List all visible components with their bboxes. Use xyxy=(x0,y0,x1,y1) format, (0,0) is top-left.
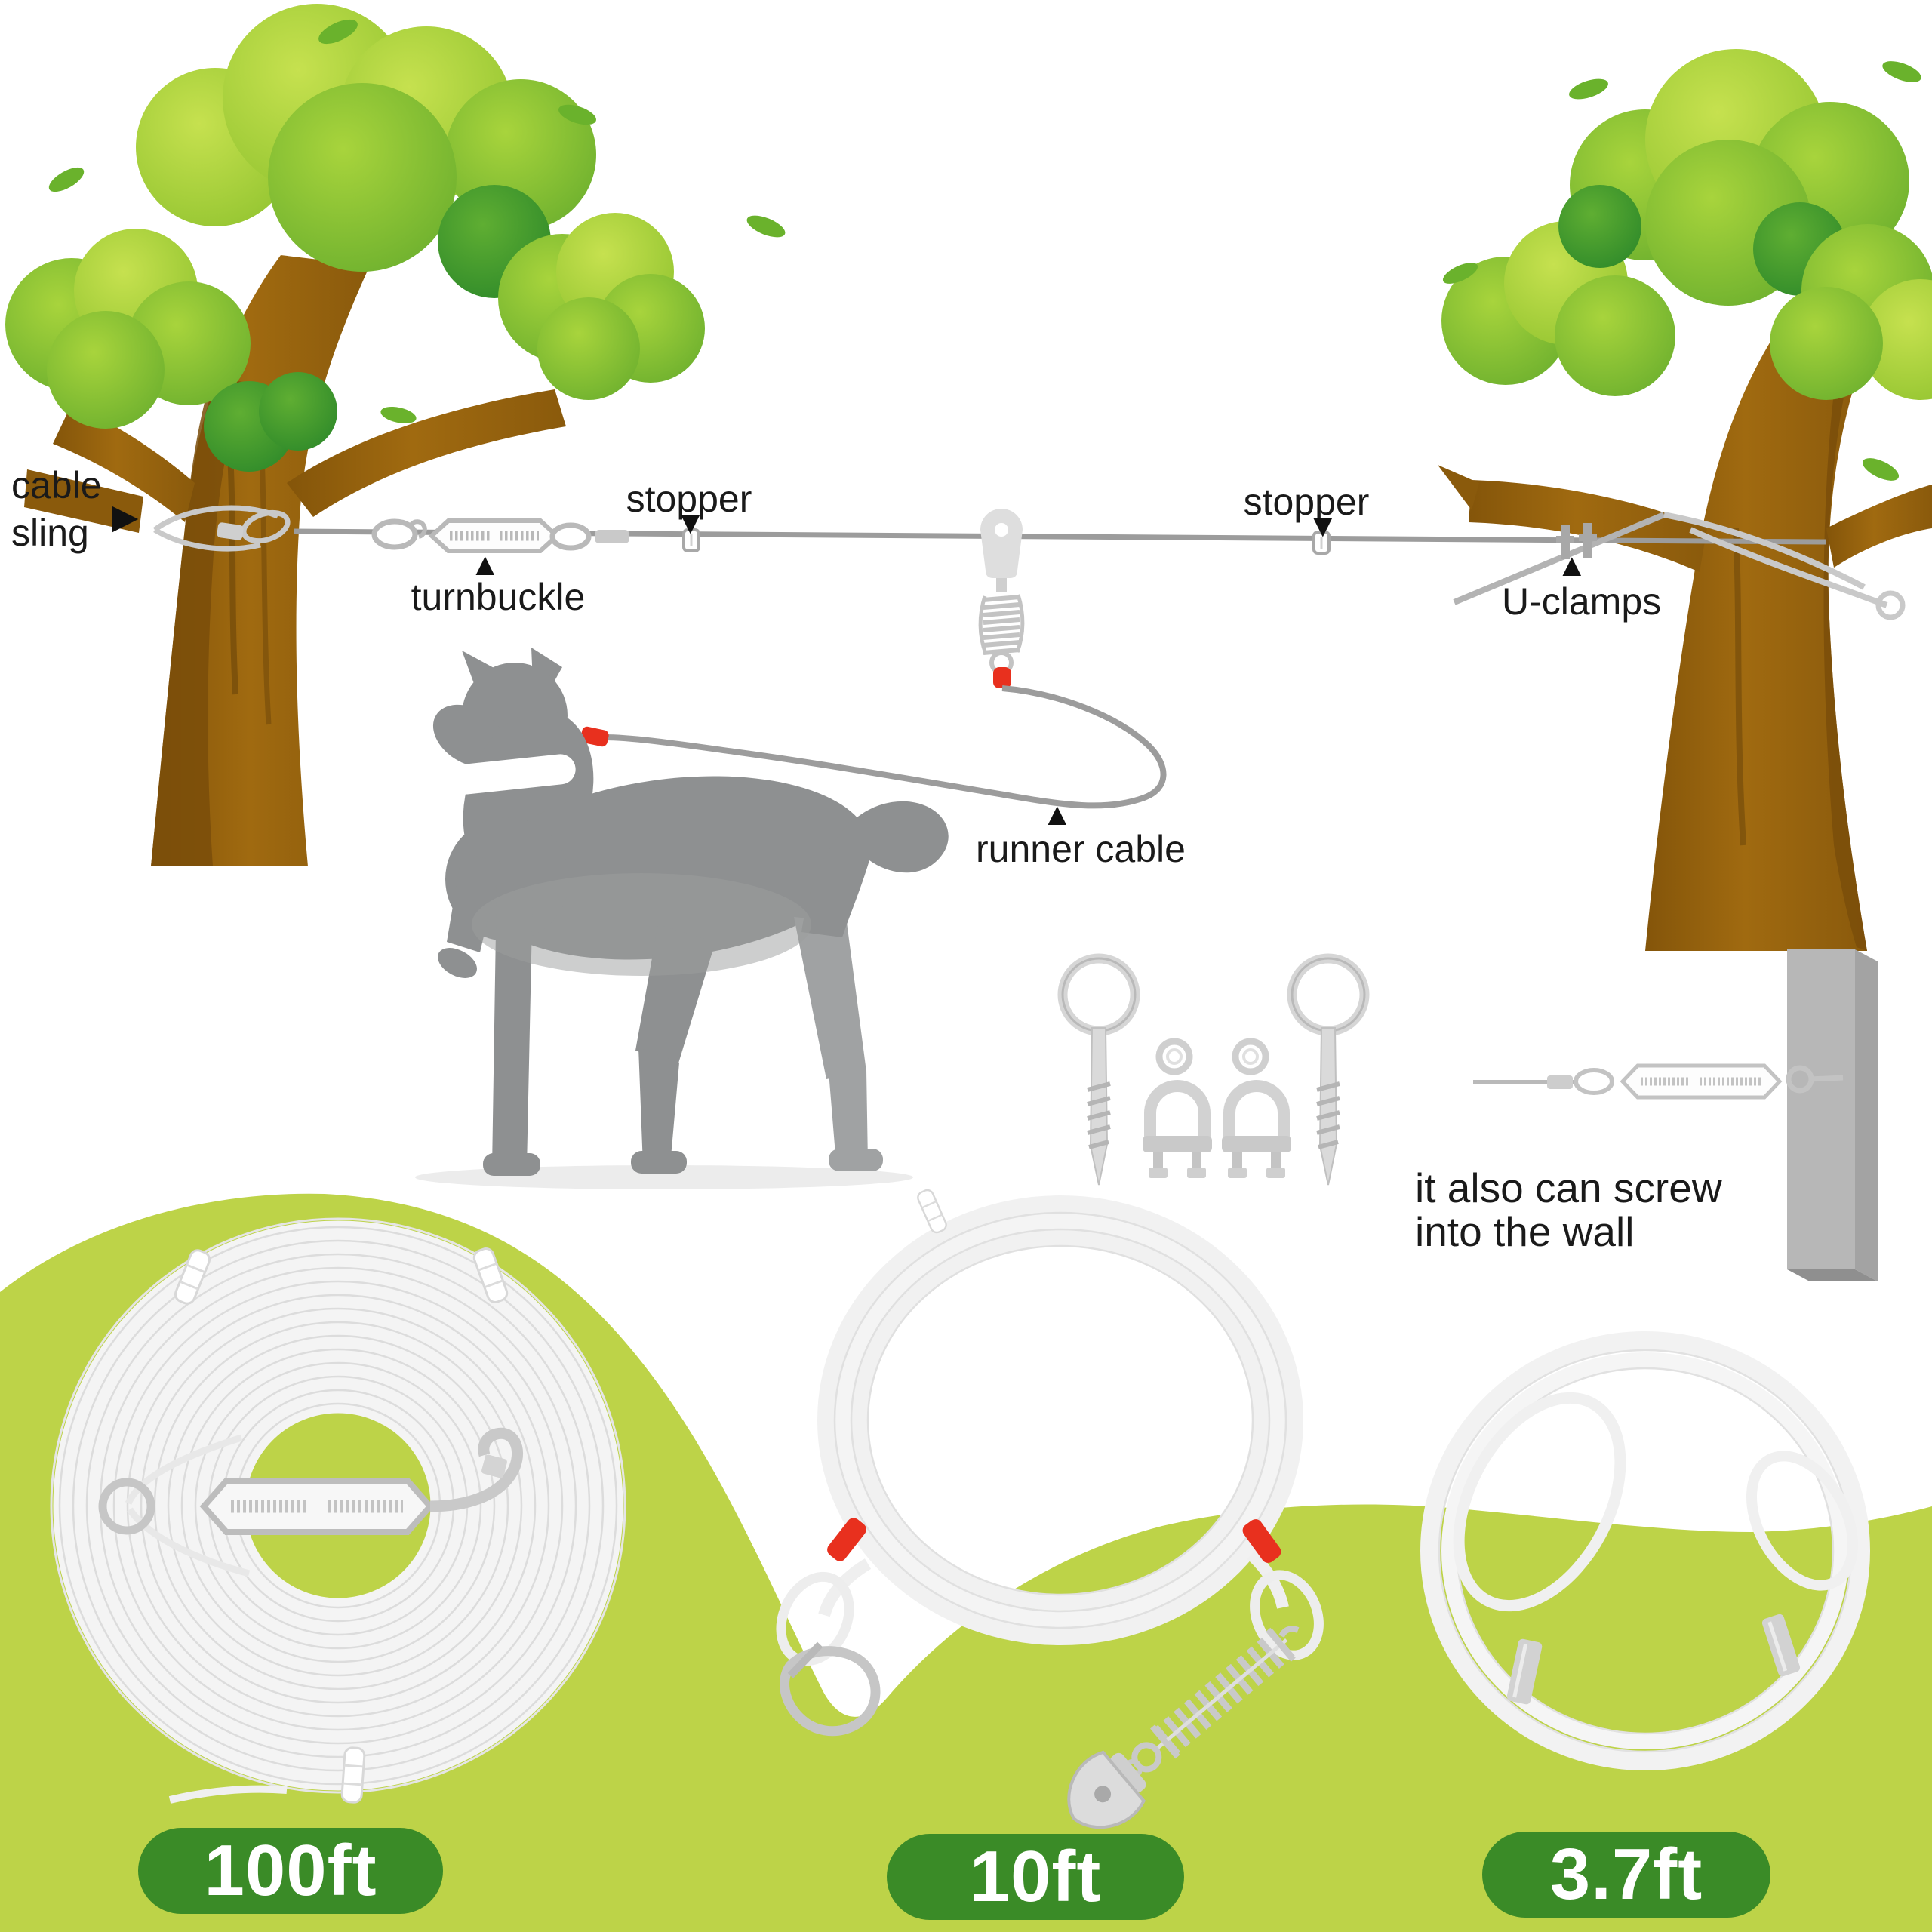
runner-cable-label: runner cable xyxy=(976,828,1186,870)
up-pointer-icon: ▲ xyxy=(1556,547,1588,583)
product-length-text: 3.7ft xyxy=(1549,1834,1703,1915)
right-trunk-cable-wrap xyxy=(1453,512,1906,620)
runner-cable-line xyxy=(603,685,1167,809)
product-length-text: 10ft xyxy=(969,1836,1102,1917)
up-pointer-icon: ▲ xyxy=(1041,796,1073,832)
right-pointer-icon: ▶ xyxy=(112,497,139,536)
eye-screw-icon xyxy=(1063,958,1135,1185)
leaf-accents xyxy=(1442,61,1921,481)
right-tree xyxy=(1438,49,1932,951)
hardware-kit xyxy=(1063,958,1364,1185)
turnbuckle-hardware xyxy=(371,518,629,553)
wall-note-text: it also can screw into the wall xyxy=(1415,1164,1722,1255)
dog-silhouette xyxy=(432,648,949,1176)
spring-red-cap xyxy=(993,667,1011,688)
leaf-accents xyxy=(48,19,786,423)
trolley-pulley xyxy=(980,509,1023,592)
u-clamps-label: U-clamps xyxy=(1502,580,1662,623)
cable-sling-label: cable sling xyxy=(11,464,102,554)
up-pointer-icon: ▲ xyxy=(469,546,501,582)
eye-screw-icon xyxy=(1292,958,1364,1185)
collar-red-cap xyxy=(580,726,609,747)
down-pointer-icon: ▼ xyxy=(1307,508,1339,543)
u-clamp-icon xyxy=(1222,1086,1291,1178)
stopper-left-label: stopper xyxy=(626,478,752,520)
product-length-text: 100ft xyxy=(204,1830,377,1911)
cable-sling xyxy=(152,505,291,552)
stopper-left-hardware xyxy=(682,528,700,552)
left-tree xyxy=(5,4,786,866)
turnbuckle-label: turnbuckle xyxy=(411,576,586,618)
down-pointer-icon: ▼ xyxy=(675,505,706,540)
product-length-badge-3-7ft: 3.7ft xyxy=(1482,1832,1770,1918)
stopper-right-hardware xyxy=(1312,531,1331,555)
carabiner-icon xyxy=(780,1641,881,1737)
dog-shadow xyxy=(415,1165,913,1189)
stopper-right-label: stopper xyxy=(1243,481,1370,523)
product-length-badge-10ft: 10ft xyxy=(887,1834,1184,1920)
product-length-badge-100ft: 100ft xyxy=(138,1828,443,1914)
spring-stake-pulley xyxy=(1067,1626,1300,1829)
product-3-7ft-cable xyxy=(1420,1331,1870,1770)
coil-turnbuckle xyxy=(98,1427,524,1535)
dog-collar xyxy=(451,754,576,795)
product-10ft-cable xyxy=(776,1187,1324,1829)
wall-mount-illustration xyxy=(1473,949,1878,1281)
u-clamps-hardware xyxy=(1556,523,1597,559)
u-clamp-icon xyxy=(1143,1086,1212,1178)
spring-shock-absorber xyxy=(978,594,1025,675)
product-100ft-cable xyxy=(50,1217,626,1804)
